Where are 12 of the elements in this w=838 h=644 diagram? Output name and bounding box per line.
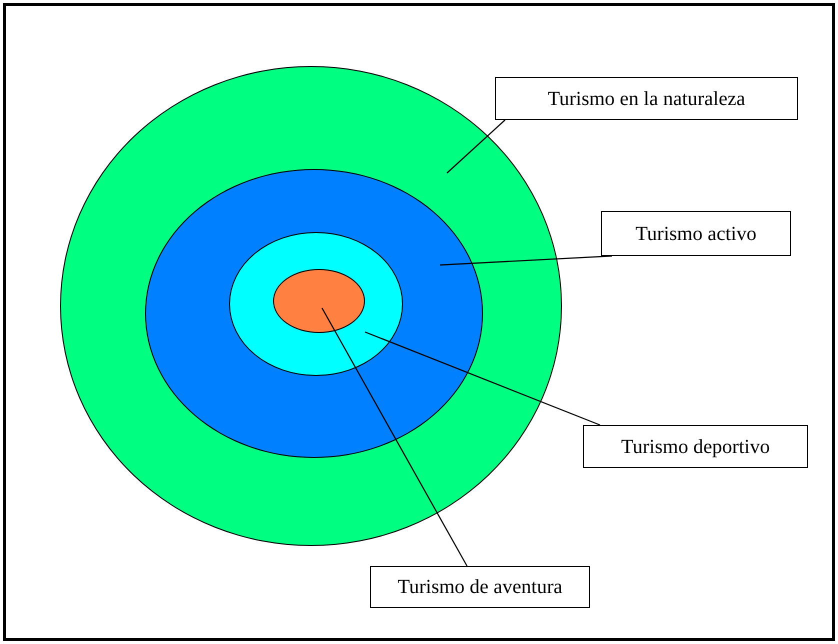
label-text: Turismo activo — [636, 222, 756, 246]
label-box — [601, 211, 791, 256]
label-box — [495, 77, 798, 120]
label-text: Turismo deportivo — [621, 434, 770, 460]
label-text: Turismo en la naturaleza — [548, 86, 746, 112]
leader-line — [446, 120, 506, 174]
label-box — [370, 566, 590, 608]
leader-line — [364, 331, 600, 426]
label-box — [583, 425, 808, 468]
label-text: Turismo de aventura — [398, 575, 562, 600]
leader-line — [440, 255, 612, 266]
leader-line — [321, 308, 468, 566]
